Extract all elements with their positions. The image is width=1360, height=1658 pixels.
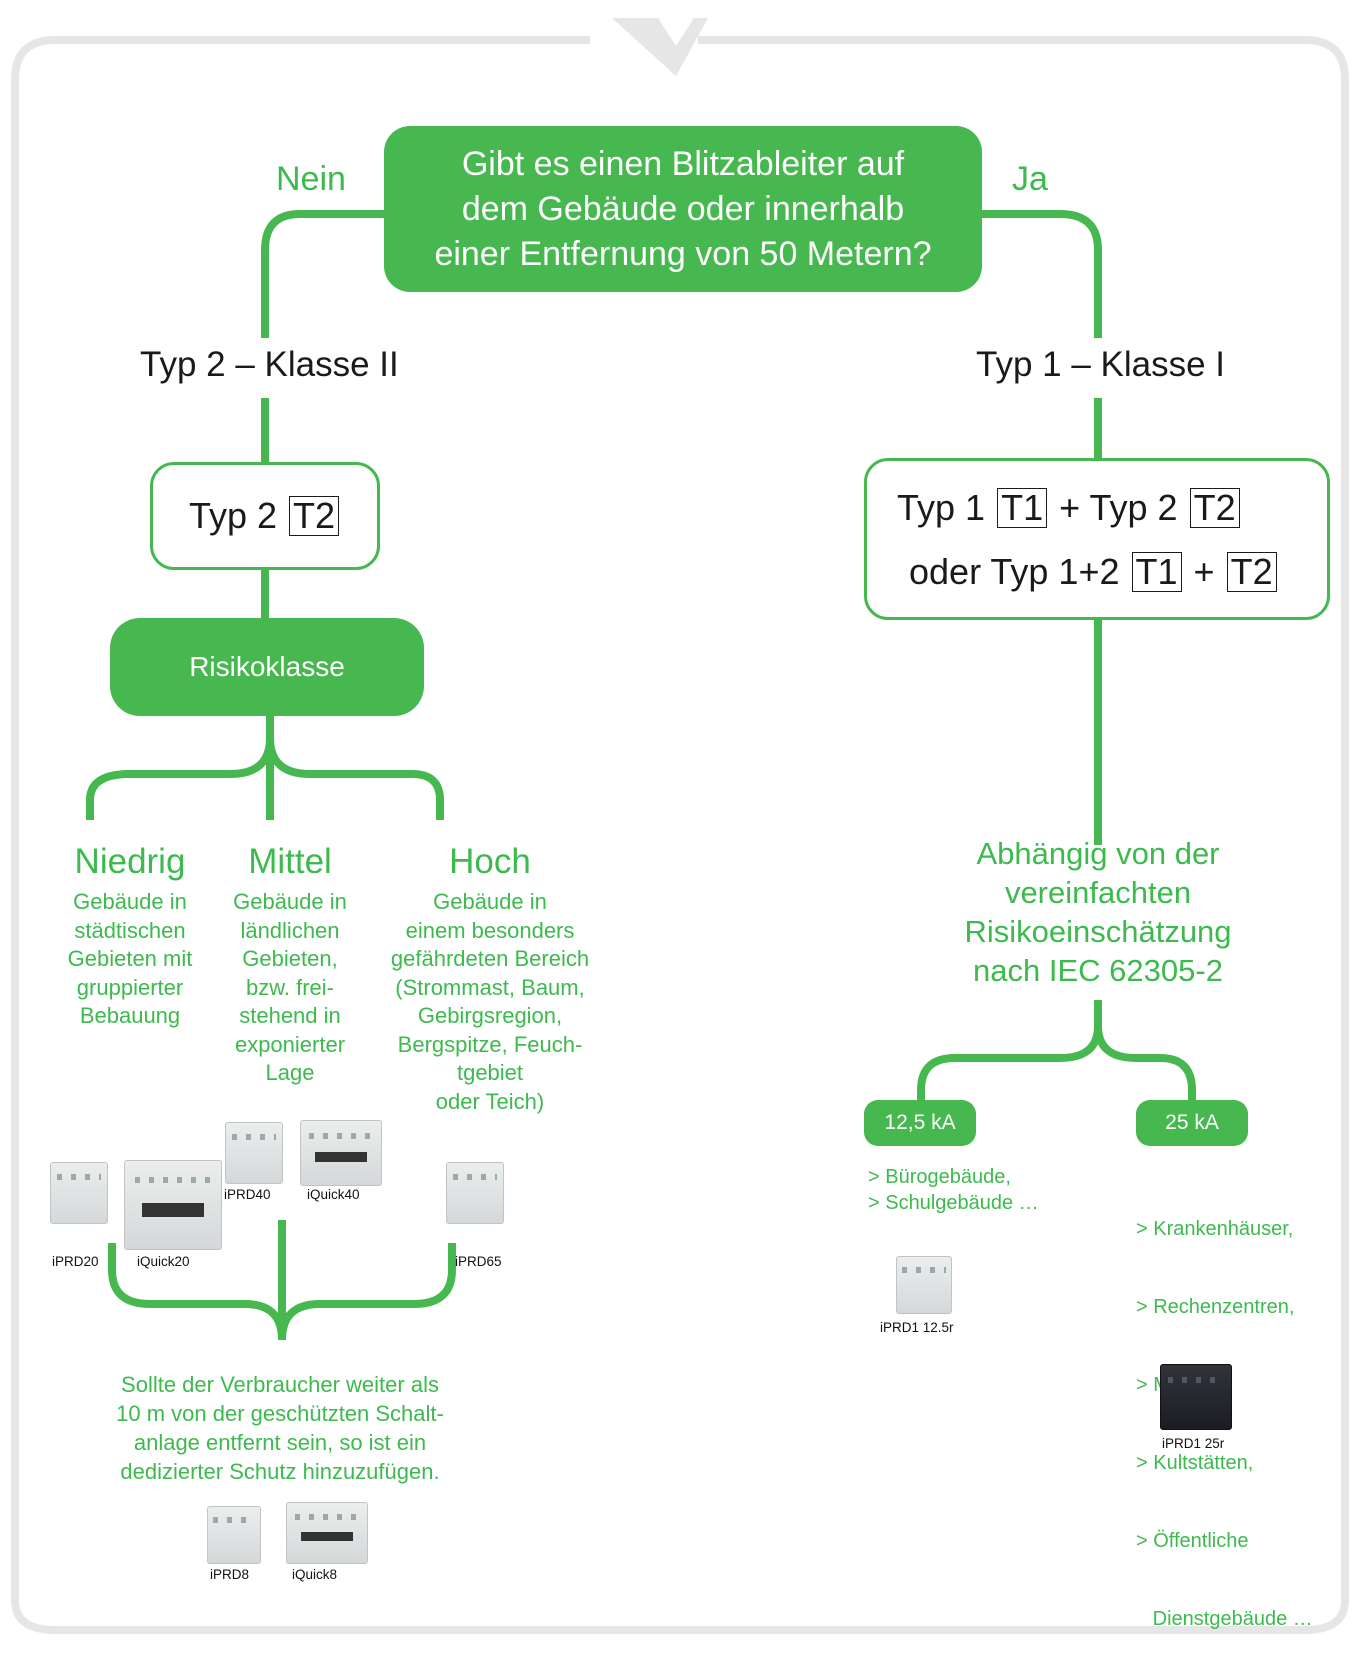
tag-t1: T1 <box>1131 552 1182 592</box>
box-line-2: oder Typ 1+2 T1 + T2 <box>909 551 1279 593</box>
building-list-12-5ka: > Bürogebäude, > Schulgebäude … <box>868 1164 1039 1216</box>
assessment-line: Abhängig von der <box>976 836 1220 871</box>
product-label: iPRD65 <box>455 1254 502 1269</box>
desc-line: Gebirgsregion, <box>417 1003 563 1028</box>
product-label: iPRD8 <box>210 1567 250 1582</box>
note-line: dedizierter Schutz hinzuzufügen. <box>120 1459 440 1484</box>
desc-line: Gebäude in <box>233 889 347 914</box>
assessment-line: vereinfachten <box>1004 875 1192 910</box>
list-item: Dienstgebäude … <box>1136 1608 1313 1630</box>
desc-line: stehend in <box>239 1003 341 1028</box>
desc-line: Lage <box>265 1060 315 1085</box>
question-line: einer Entfernung von 50 Metern? <box>434 234 932 273</box>
plus-sign: + <box>1193 551 1215 592</box>
desc-line: oder Teich) <box>435 1088 545 1114</box>
product-label: iQuick40 <box>307 1187 360 1202</box>
desc-line: gefährdeten Bereich <box>390 946 590 971</box>
note-line: anlage entfernt sein, so ist ein <box>133 1430 427 1455</box>
product-label: iQuick8 <box>292 1567 338 1582</box>
product-label: iPRD1 25r <box>1162 1436 1225 1451</box>
branch-label-no: Nein <box>276 160 346 198</box>
desc-line: städtischen <box>74 917 186 943</box>
type-heading-left: Typ 2 – Klasse II <box>140 345 399 384</box>
list-item: > Kultstätten, <box>1136 1452 1254 1474</box>
product-image-iquick40 <box>300 1120 382 1186</box>
desc-line: bzw. frei- <box>245 974 335 1000</box>
level-name: Niedrig <box>74 842 186 881</box>
level-description: Gebäude in städtischen Gebieten mit grup… <box>60 888 200 1031</box>
assessment-line: nach IEC 62305-2 <box>973 953 1223 988</box>
list-item: > Schulgebäude … <box>868 1192 1039 1214</box>
product-image-iquick20 <box>124 1160 222 1250</box>
box-text: Typ 2 <box>1089 487 1178 528</box>
type1-box: Typ 1 T1 + Typ 2 T2 oder Typ 1+2 T1 + T2 <box>864 458 1330 620</box>
desc-line: Gebieten mit <box>67 946 193 971</box>
desc-line: (Strommast, Baum, <box>395 974 585 1000</box>
type-heading-right: Typ 1 – Klasse I <box>976 345 1226 384</box>
tag-t1: T1 <box>997 488 1048 528</box>
product-image-iprd20 <box>50 1162 108 1224</box>
box-text: Typ 1 <box>897 487 986 528</box>
risk-class-label: Risikoklasse <box>189 651 345 682</box>
plus-sign: + <box>1059 487 1081 528</box>
product-image-iprd1-25r <box>1160 1364 1232 1430</box>
box-line-1: Typ 1 T1 + Typ 2 T2 <box>897 487 1242 529</box>
risk-assessment-text: Abhängig von der vereinfachten Risikoein… <box>900 834 1296 990</box>
risk-level-medium: Mittel Gebäude in ländlichen Gebieten, b… <box>220 842 360 1088</box>
desc-line: einem besonders <box>405 917 575 943</box>
desc-line: Bergspitze, Feuch- <box>397 1031 583 1057</box>
branch-label-yes: Ja <box>1012 160 1048 198</box>
desc-line: Gebieten, <box>242 946 338 971</box>
desc-line: gruppierter <box>76 974 184 1000</box>
product-label: iPRD20 <box>52 1254 99 1269</box>
level-name: Hoch <box>449 842 531 881</box>
product-image-iprd65 <box>446 1162 504 1224</box>
risk-class-node: Risikoklasse <box>110 618 424 716</box>
product-label: iPRD1 12.5r <box>880 1320 954 1335</box>
product-label: iPRD40 <box>224 1187 271 1202</box>
list-item: > Bürogebäude, <box>868 1166 1011 1188</box>
level-name: Mittel <box>248 842 332 881</box>
product-image-iprd40 <box>225 1122 283 1184</box>
frame-border <box>11 36 1349 1634</box>
level-description: Gebäude in einem besonders gefährdeten B… <box>372 888 608 1116</box>
tag-t2: T2 <box>1226 552 1277 592</box>
note-line: 10 m von der geschützten Schalt- <box>116 1401 444 1426</box>
list-item: > Öffentliche <box>1136 1530 1249 1552</box>
tag-t2: T2 <box>289 496 340 536</box>
question-line: dem Gebäude oder innerhalb <box>461 189 905 228</box>
current-rating-25ka: 25 kA <box>1136 1100 1248 1146</box>
type2-box: Typ 2 T2 <box>150 462 380 570</box>
box-text: oder Typ 1+2 <box>909 551 1120 592</box>
desc-line: Bebauung <box>79 1003 181 1028</box>
product-image-iprd8 <box>207 1506 261 1564</box>
note-line: Sollte der Verbraucher weiter als <box>121 1372 439 1397</box>
distance-note: Sollte der Verbraucher weiter als 10 m v… <box>60 1370 500 1486</box>
desc-line: exponierter <box>234 1031 346 1057</box>
product-label: iQuick20 <box>137 1254 190 1269</box>
product-image-iquick8 <box>286 1502 368 1564</box>
assessment-line: Risikoeinschätzung <box>964 914 1232 949</box>
rating-label: 12,5 kA <box>884 1111 956 1134</box>
desc-line: tgebiet <box>456 1060 524 1085</box>
level-description: Gebäude in ländlichen Gebieten, bzw. fre… <box>220 888 360 1088</box>
box-text: Typ 2 <box>188 495 278 536</box>
question-node: Gibt es einen Blitzableiter auf dem Gebä… <box>384 126 982 292</box>
desc-line: ländlichen <box>240 917 340 943</box>
tag-t2: T2 <box>1189 488 1240 528</box>
risk-level-high: Hoch Gebäude in einem besonders gefährde… <box>372 842 608 1116</box>
question-line: Gibt es einen Blitzableiter auf <box>461 144 905 183</box>
rating-label: 25 kA <box>1165 1111 1219 1134</box>
product-image-iprd1-12-5r <box>896 1256 952 1314</box>
list-item: > Rechenzentren, <box>1136 1296 1295 1318</box>
current-rating-12-5ka: 12,5 kA <box>864 1100 976 1146</box>
list-item: > Krankenhäuser, <box>1136 1218 1294 1240</box>
risk-level-low: Niedrig Gebäude in städtischen Gebieten … <box>60 842 200 1031</box>
chevron-down-icon <box>612 18 708 76</box>
desc-line: Gebäude in <box>73 889 187 914</box>
desc-line: Gebäude in <box>433 889 547 914</box>
